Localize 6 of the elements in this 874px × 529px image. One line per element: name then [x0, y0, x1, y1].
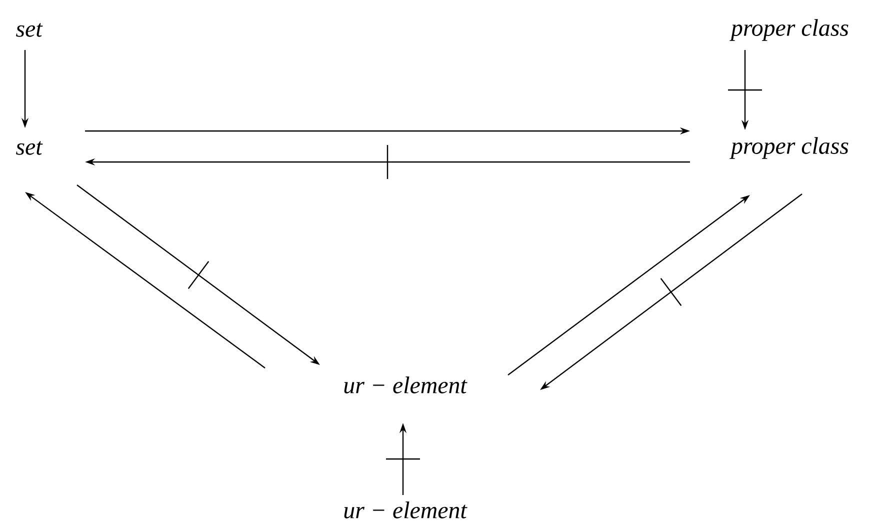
math-label: ur − element [344, 376, 468, 394]
math-label: proper class [730, 19, 848, 41]
math-label: set [16, 141, 43, 155]
math-label: ur − element [344, 502, 468, 518]
math-label: set [16, 23, 43, 37]
math-label: proper class [730, 137, 848, 159]
